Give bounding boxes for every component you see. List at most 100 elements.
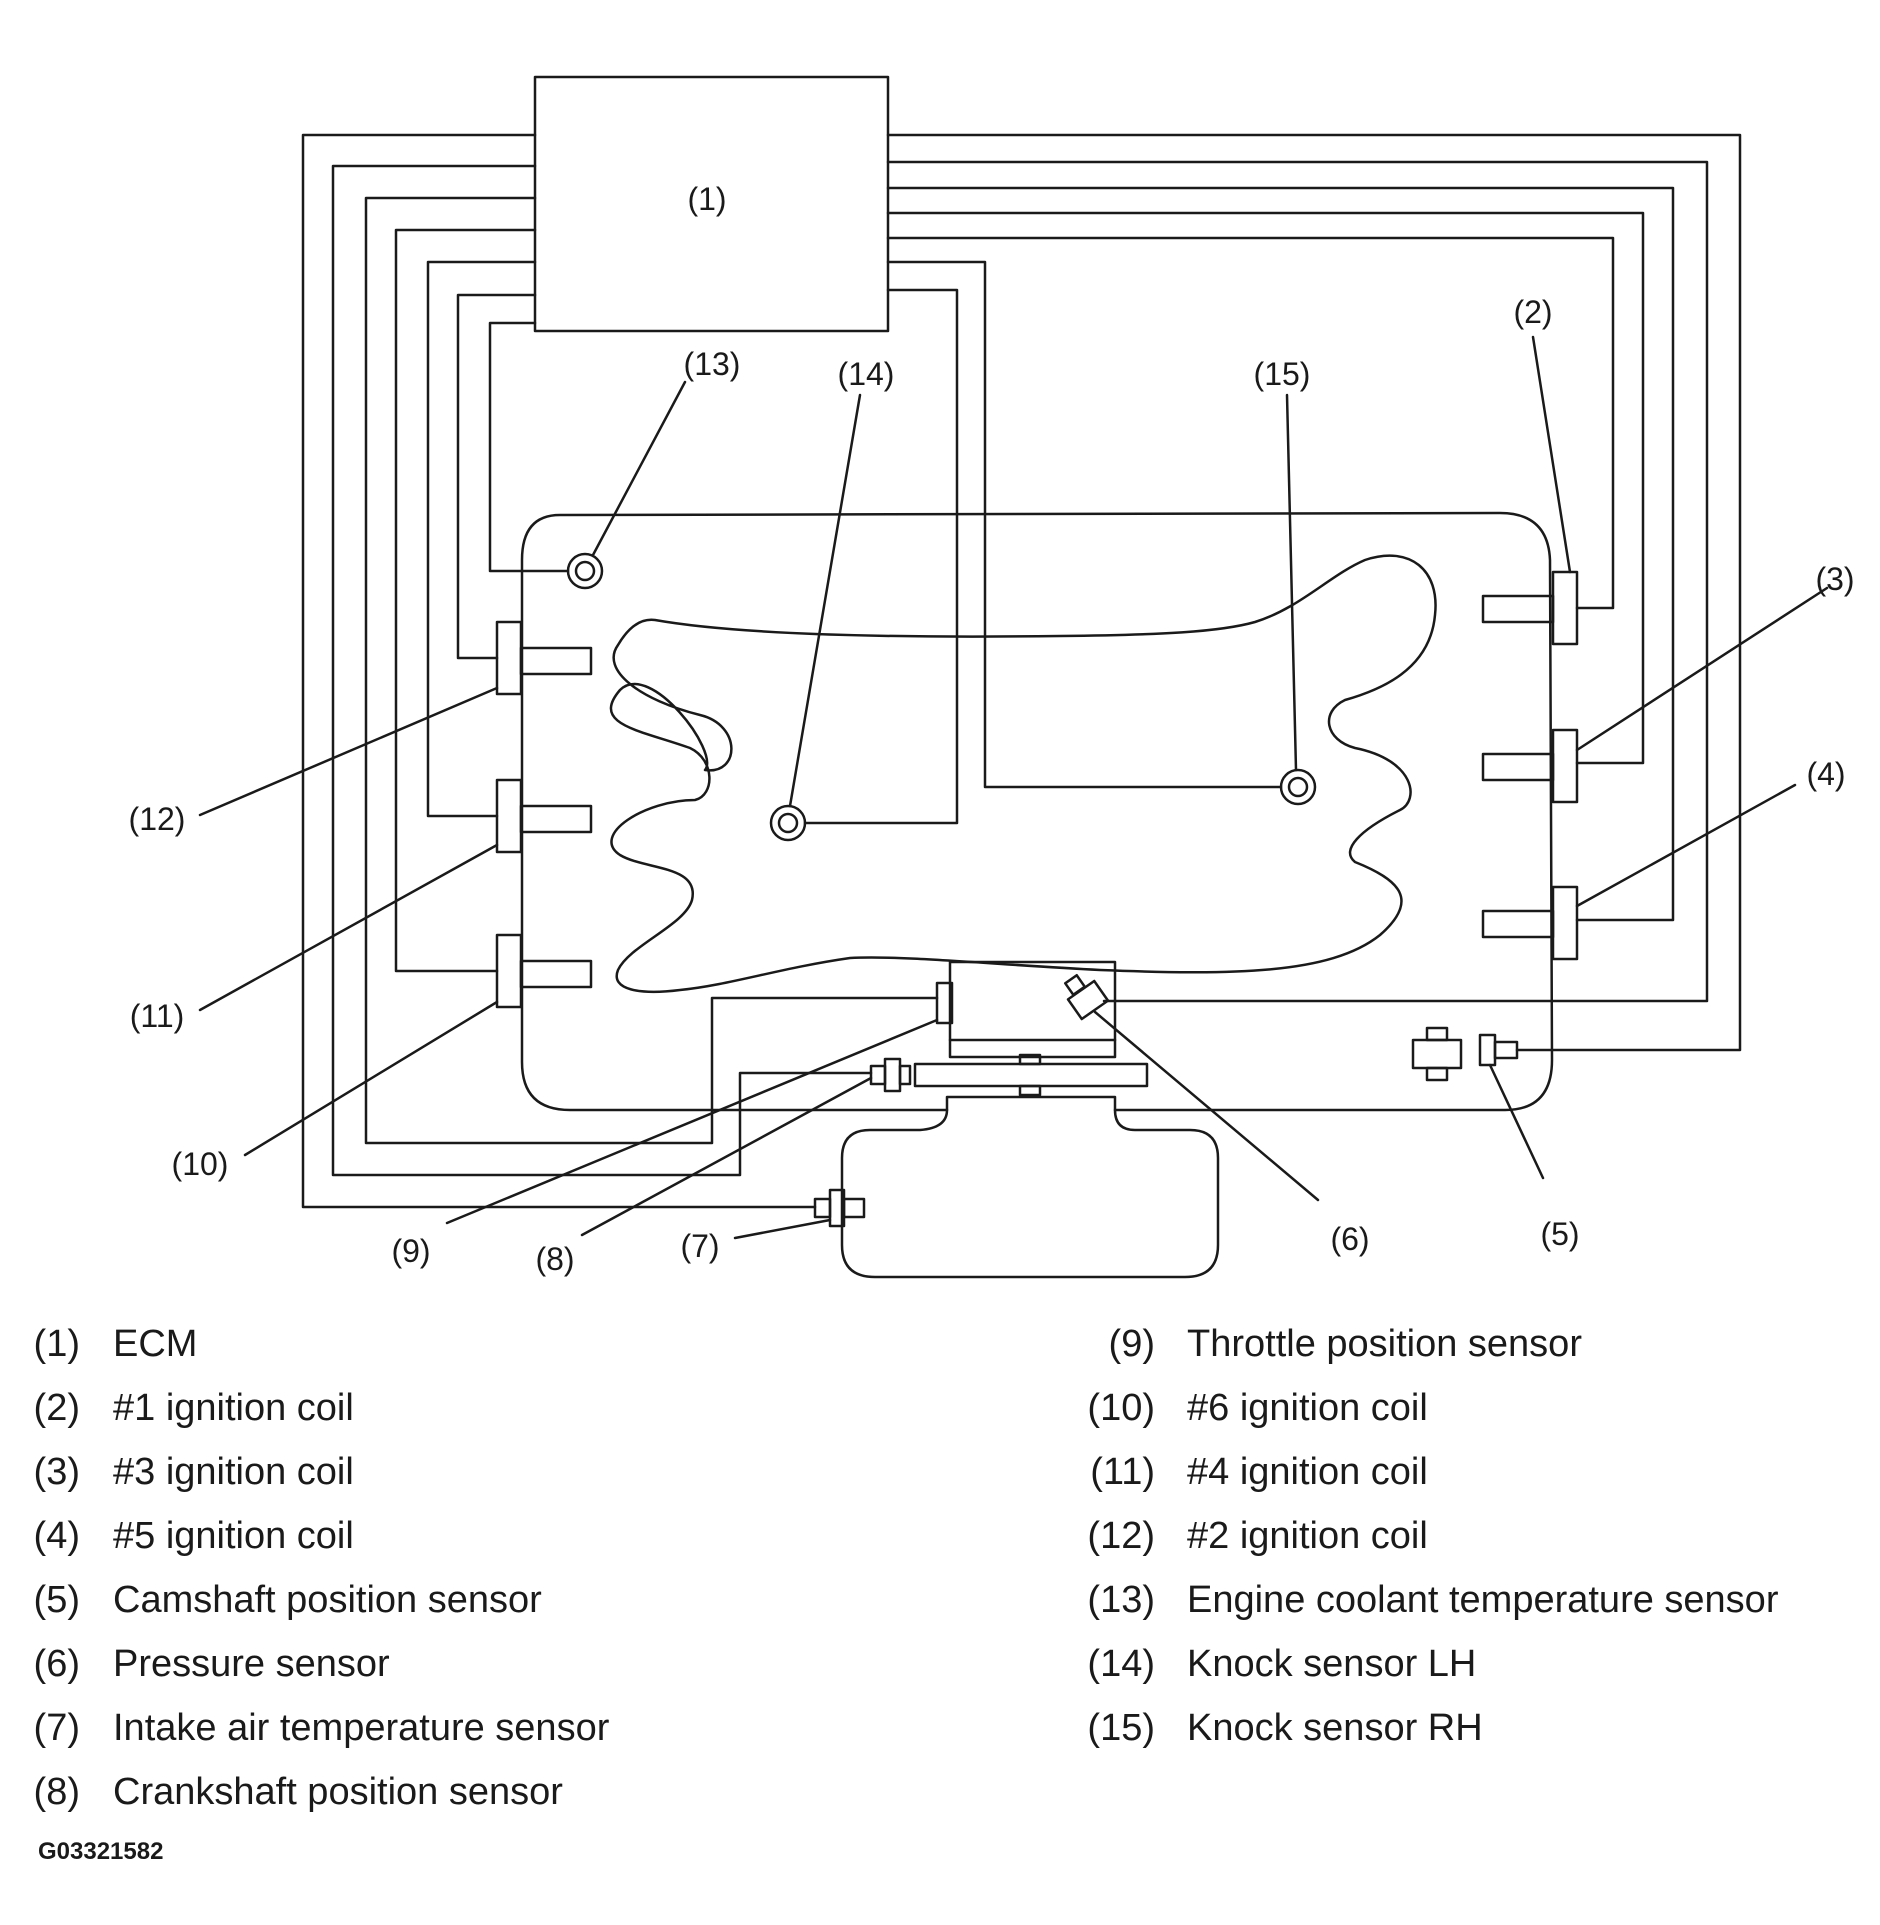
legend-item-label: Engine coolant temperature sensor: [1187, 1579, 1779, 1621]
legend-item-number: (9): [1108, 1323, 1155, 1365]
knock-sensor-lh: [769, 804, 807, 842]
leader-8: [580, 1076, 873, 1237]
callout-13: (13): [684, 346, 741, 382]
legend-item: (11)#4 ignition coil: [1000, 1453, 1880, 1497]
wire-6: [886, 160, 1709, 1003]
legend-item: (5) Camshaft position sensor: [0, 1581, 900, 1625]
figure-id: G03321582: [38, 1838, 164, 1865]
legend-item-label: #5 ignition coil: [113, 1515, 354, 1557]
crankshaft-bar: [913, 1062, 1149, 1088]
leader-2: [1531, 335, 1572, 574]
legend-item-label: Crankshaft position sensor: [113, 1771, 563, 1813]
callout-9: (9): [391, 1233, 430, 1269]
legend-item-number: (15): [1087, 1707, 1155, 1749]
callout-6: (6): [1330, 1221, 1369, 1257]
camshaft-reluctor: [1411, 1026, 1463, 1082]
legend-item-number: (3): [33, 1451, 80, 1493]
legend-item-label: Intake air temperature sensor: [113, 1707, 610, 1749]
callout-3: (3): [1815, 561, 1854, 597]
callout-7: (7): [680, 1228, 719, 1264]
ignition-coil-12: [495, 620, 593, 696]
legend-item: (10) #6 ignition coil: [1000, 1389, 1880, 1433]
crankshaft-tab-top: [1018, 1053, 1042, 1066]
legend-item-number: (7): [33, 1707, 80, 1749]
legend-item: (14)Knock sensor LH: [1000, 1645, 1880, 1689]
wire-10: [394, 228, 537, 973]
legend-item-label: Knock sensor RH: [1187, 1707, 1483, 1749]
legend-item: (13) Engine coolant temperature sensor: [1000, 1581, 1880, 1625]
callout-4: (4): [1806, 756, 1845, 792]
wire-4: [886, 186, 1675, 922]
legend-item-number: (12): [1087, 1515, 1155, 1557]
wire-9: [364, 196, 939, 1145]
wire-8: [331, 164, 873, 1177]
callout-15: (15): [1254, 356, 1311, 392]
wire-14: [803, 288, 959, 825]
legend-item: (3) #3 ignition coil: [0, 1453, 900, 1497]
leader-11: [198, 843, 499, 1012]
leader-5: [1488, 1063, 1545, 1180]
wire-7: [301, 133, 817, 1209]
callout-11: (11): [130, 998, 185, 1034]
callout-8: (8): [535, 1241, 574, 1277]
legend-item-number: (1): [33, 1323, 80, 1365]
ignition-coil-11: [495, 778, 593, 854]
legend-item-label: #3 ignition coil: [113, 1451, 354, 1493]
crankshaft-position-sensor: [869, 1057, 912, 1093]
legend-item: (4) #5 ignition coil: [0, 1517, 900, 1561]
leader-4: [1575, 783, 1797, 908]
legend-item-label: #1 ignition coil: [113, 1387, 354, 1429]
leader-6: [1093, 1010, 1320, 1202]
ignition-coil-2: [1481, 570, 1579, 646]
legend-item: (6) Pressure sensor: [0, 1645, 900, 1689]
throttle-position-sensor: [935, 981, 954, 1025]
legend-item-label: #2 ignition coil: [1187, 1515, 1428, 1557]
legend-item-number: (5): [33, 1579, 80, 1621]
ignition-coil-10: [495, 933, 593, 1009]
legend-item: (12) #2 ignition coil: [1000, 1517, 1880, 1561]
wire-2: [886, 236, 1615, 610]
leader-3: [1575, 586, 1829, 752]
legend-right: (9) Throttle position sensor (10) #6 igniti…: [1000, 1325, 1880, 1747]
callout-1: (1): [687, 181, 726, 217]
legend-item-number: (14): [1087, 1643, 1155, 1685]
knock-sensor-rh: [1279, 768, 1317, 806]
legend-left: (1) ECM (2)#1 ignition coil (3) #3 ignition …: [0, 1325, 900, 1825]
legend-item-label: Pressure sensor: [113, 1643, 390, 1685]
leader-12: [198, 686, 499, 817]
legend-item-label: ECM: [113, 1323, 198, 1365]
ignition-coil-4: [1481, 885, 1579, 961]
wire-5: [886, 133, 1742, 1052]
leader-15: [1285, 393, 1298, 772]
legend-item-number: (13): [1087, 1579, 1155, 1621]
camshaft-position-sensor: [1478, 1033, 1519, 1067]
wire-12: [456, 293, 537, 660]
ecm-box: [533, 75, 890, 333]
intake-air-temperature-sensor: [813, 1188, 866, 1228]
legend-item: (9) Throttle position sensor: [1000, 1325, 1880, 1369]
legend-item: (1) ECM: [0, 1325, 900, 1369]
pressure-sensor: [1064, 974, 1110, 1021]
wire-3: [886, 211, 1645, 765]
legend-item-number: (6): [33, 1643, 80, 1685]
wire-15: [886, 260, 1283, 789]
leader-10: [243, 1000, 499, 1157]
legend-item: (2)#1 ignition coil: [0, 1389, 900, 1433]
callout-10: (10): [172, 1146, 229, 1182]
legend-item-label: #6 ignition coil: [1187, 1387, 1428, 1429]
callout-5: (5): [1540, 1216, 1579, 1252]
air-chamber: [840, 1108, 1220, 1279]
legend-item-label: Camshaft position sensor: [113, 1579, 542, 1621]
legend-item-number: (10): [1087, 1387, 1155, 1429]
legend-item: (15) Knock sensor RH: [1000, 1709, 1880, 1753]
legend-item-label: Throttle position sensor: [1187, 1323, 1582, 1365]
coolant-temperature-sensor: [566, 552, 604, 590]
crankshaft-tab-bottom: [1018, 1084, 1042, 1097]
ignition-coil-3: [1481, 728, 1579, 804]
intake-manifold-outline: [609, 554, 1437, 994]
callout-2: (2): [1513, 294, 1552, 330]
legend-item-number: (11): [1090, 1451, 1155, 1493]
wire-13: [488, 321, 570, 573]
legend-item: (7) Intake air temperature sensor: [0, 1709, 900, 1753]
legend-item-number: (4): [33, 1515, 80, 1557]
